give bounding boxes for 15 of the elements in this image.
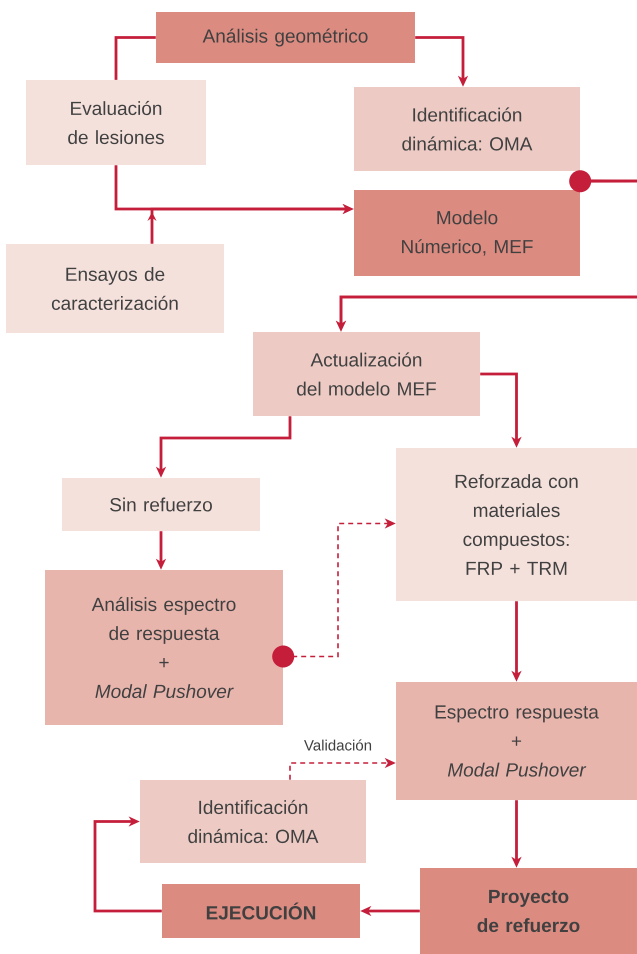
process-box: Modelo Númerico, MEF [354, 190, 580, 276]
process-box: Sin refuerzo [62, 478, 260, 531]
arrow [94, 816, 162, 912]
process-box: EJECUCIÓN [162, 884, 360, 938]
edge-label: Validación [302, 738, 374, 752]
process-box: Evaluación de lesiones [26, 80, 206, 166]
process-box: Actualización del modelo MEF [253, 332, 480, 416]
process-box: Análisis geométrico [156, 12, 415, 64]
process-box: Proyecto de refuerzo [420, 868, 637, 954]
process-box: Identificación dinámica: OMA [140, 780, 366, 863]
process-box: Ensayos de caracterización [6, 244, 224, 333]
process-box: Espectro respuesta + Modal Pushover [396, 682, 637, 800]
process-box: Identificación dinámica: OMA [354, 87, 580, 171]
process-box: Análisis espectro de respuesta + Modal Pushover [45, 570, 283, 725]
process-box: Reforzada con materiales compuestos: FRP + TRM [396, 448, 637, 601]
